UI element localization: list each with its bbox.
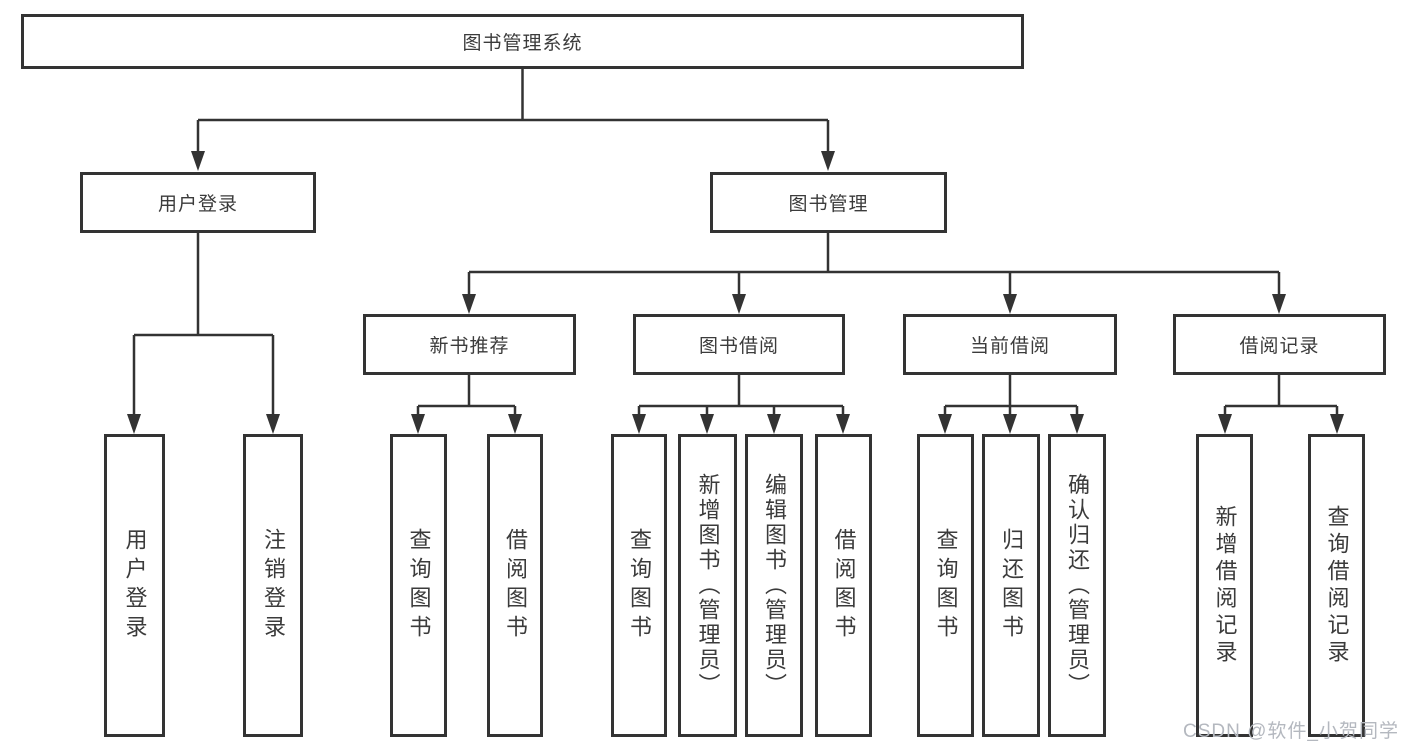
leaf-add-books-admin: 新增图书（管理员） bbox=[678, 434, 737, 737]
node-new-book-recommend: 新书推荐 bbox=[363, 314, 576, 375]
csdn-watermark: CSDN @软件_小贺同学 bbox=[1183, 721, 1399, 742]
leaf-confirm-return-admin: 确认归还（管理员） bbox=[1048, 434, 1106, 737]
connector-root bbox=[191, 68, 835, 171]
leaf-user-login: 用户登录 bbox=[104, 434, 165, 737]
leaf-query-books-recommend: 查询图书 bbox=[390, 434, 447, 737]
node-borrowing-records: 借阅记录 bbox=[1173, 314, 1386, 375]
node-book-borrowing: 图书借阅 bbox=[633, 314, 845, 375]
connector-book-mgmt bbox=[462, 233, 1286, 314]
leaf-edit-books-admin: 编辑图书（管理员） bbox=[745, 434, 803, 737]
node-current-borrowing: 当前借阅 bbox=[903, 314, 1117, 375]
leaf-borrow-books: 借阅图书 bbox=[815, 434, 872, 737]
connector-book-borrow bbox=[632, 375, 850, 434]
node-book-management: 图书管理 bbox=[710, 172, 947, 233]
leaf-add-borrow-record: 新增借阅记录 bbox=[1196, 434, 1253, 737]
node-user-login: 用户登录 bbox=[80, 172, 316, 233]
leaf-query-books-current: 查询图书 bbox=[917, 434, 974, 737]
node-root-system: 图书管理系统 bbox=[21, 14, 1024, 69]
connector-new-books bbox=[411, 375, 522, 434]
leaf-return-books: 归还图书 bbox=[982, 434, 1040, 737]
leaf-borrow-books-recommend: 借阅图书 bbox=[487, 434, 543, 737]
connector-user-login bbox=[127, 233, 280, 434]
leaf-query-books-borrow: 查询图书 bbox=[611, 434, 667, 737]
leaf-logout: 注销登录 bbox=[243, 434, 303, 737]
connector-current-borrow bbox=[938, 375, 1084, 434]
connector-borrow-records bbox=[1218, 375, 1344, 434]
leaf-query-borrow-record: 查询借阅记录 bbox=[1308, 434, 1365, 737]
